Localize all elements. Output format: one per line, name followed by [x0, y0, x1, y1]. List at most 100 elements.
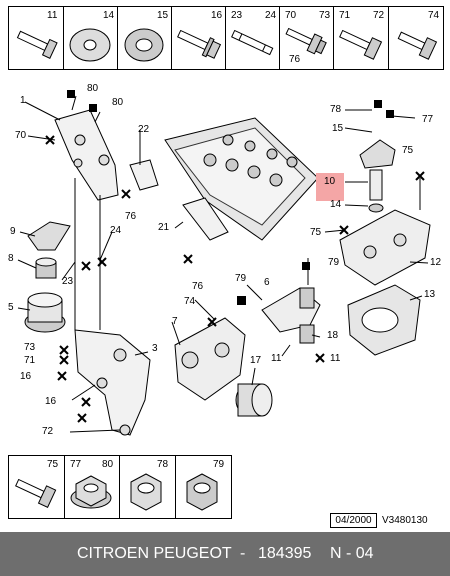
left-bracket-drawing [54, 109, 119, 201]
hex-nut-icon [130, 473, 162, 511]
cross-markers [45, 135, 425, 423]
cylinder-head-drawing [164, 117, 319, 241]
square-markers [67, 90, 394, 305]
bracket-7-drawing [174, 317, 246, 401]
legend-cell-23-24[interactable]: 23 24 [225, 7, 280, 69]
bush-8-drawing [35, 257, 57, 279]
callout-76-b: 76 [192, 281, 204, 292]
callout-78: 78 [330, 104, 342, 115]
short-bolt-icon [397, 31, 438, 60]
callout-11-a: 11 [271, 353, 282, 364]
callout-70: 70 [15, 130, 27, 141]
mount-10-drawing [359, 139, 396, 213]
collar-bolt-icon [285, 27, 327, 55]
callout-7: 7 [172, 316, 178, 327]
callout-10: 10 [324, 176, 336, 187]
callout-24: 24 [110, 225, 122, 236]
part-number: 75 [47, 459, 59, 470]
bolt-icon [16, 30, 58, 59]
legend-cell-70-73-76[interactable]: 70 73 76 [279, 7, 334, 69]
callout-18: 18 [327, 330, 339, 341]
callout-16-a: 16 [20, 371, 32, 382]
legend-cell-79[interactable]: 79 [175, 456, 231, 518]
callout-15: 15 [332, 123, 344, 134]
callout-6: 6 [264, 277, 270, 288]
lower-bracket-drawing [74, 329, 151, 436]
part-number: 14 [103, 10, 115, 21]
callout-72: 72 [42, 426, 54, 437]
part-number: 80 [102, 459, 114, 470]
part-number: 71 [339, 10, 351, 21]
legend-cell-14[interactable]: 14 [63, 7, 118, 69]
mount-17-drawing [235, 383, 273, 417]
legend-cell-77-80[interactable]: 77 80 [64, 456, 120, 518]
leader-lines [17, 95, 429, 433]
callout-9: 9 [10, 226, 16, 237]
callout-76-a: 76 [125, 211, 137, 222]
callout-77: 77 [422, 114, 434, 125]
callout-79-b: 79 [328, 257, 340, 268]
callout-80-b: 80 [112, 97, 124, 108]
part-number: 78 [157, 459, 169, 470]
footer-separator: - [240, 545, 246, 562]
callout-12: 12 [430, 257, 442, 268]
bracket-21-drawing [182, 197, 229, 241]
legend-cell-74[interactable]: 74 [388, 7, 443, 69]
part-number: 77 [70, 459, 82, 470]
part-number: 15 [157, 10, 169, 21]
bracket-12-drawing [339, 209, 431, 286]
legend-cell-78[interactable]: 78 [119, 456, 176, 518]
part-number: 79 [213, 459, 225, 470]
footer-bar: CITROEN PEUGEOT - 184395 N - 04 [0, 532, 450, 576]
bolt-icon [15, 478, 57, 509]
callout-80-a: 80 [87, 83, 99, 94]
legend-cell-16[interactable]: 16 [171, 7, 226, 69]
stud-icon [231, 29, 274, 56]
diagram-reference: V3480130 [382, 515, 428, 526]
mount-5-drawing [24, 292, 66, 333]
legend-cell-75[interactable]: 75 [9, 456, 65, 518]
callout-3: 3 [152, 343, 158, 354]
footer-page: N - 04 [330, 545, 374, 562]
part-number: 72 [373, 10, 385, 21]
part-number: 16 [211, 10, 223, 21]
thick-washer-icon [124, 28, 164, 62]
hex-bolt-icon [339, 29, 383, 60]
highlighted-part-marker [316, 173, 344, 201]
mount-13-drawing [347, 284, 421, 356]
part-number: 73 [319, 10, 331, 21]
callout-16-b: 16 [45, 396, 57, 407]
callout-23: 23 [62, 276, 74, 287]
legend-cell-15[interactable]: 15 [117, 7, 172, 69]
callout-1: 1 [20, 95, 26, 106]
legend-cell-71-72[interactable]: 71 72 [333, 7, 389, 69]
callout-79-a: 79 [235, 273, 247, 284]
part-number: 11 [47, 10, 58, 21]
part-number: 74 [428, 10, 440, 21]
callout-73: 73 [24, 342, 36, 353]
top-parts-legend: 11 14 15 16 23 24 [8, 6, 444, 70]
callout-17: 17 [250, 355, 262, 366]
part-number: 70 [285, 10, 297, 21]
callout-75-b: 75 [310, 227, 322, 238]
callout-13: 13 [424, 289, 436, 300]
footer-brand: CITROEN PEUGEOT [77, 545, 232, 562]
callout-5: 5 [8, 302, 14, 313]
callout-71: 71 [24, 355, 36, 366]
footer-part-number: 184395 [258, 545, 312, 562]
washer-icon [69, 28, 111, 62]
callout-21: 21 [158, 222, 170, 233]
callout-75-a: 75 [402, 145, 414, 156]
callout-11-b: 11 [330, 353, 341, 364]
date-code: 04/2000 [330, 513, 377, 528]
part-number: 23 [231, 10, 243, 21]
bottom-parts-legend: 75 77 80 78 79 [8, 455, 232, 519]
legend-cell-11[interactable]: 11 [9, 7, 64, 69]
callout-74: 74 [184, 296, 196, 307]
buffer-9-drawing [27, 221, 71, 251]
bracket-22-drawing [129, 159, 159, 191]
bracket-6-drawing [261, 287, 321, 344]
part-number: 76 [289, 54, 301, 65]
